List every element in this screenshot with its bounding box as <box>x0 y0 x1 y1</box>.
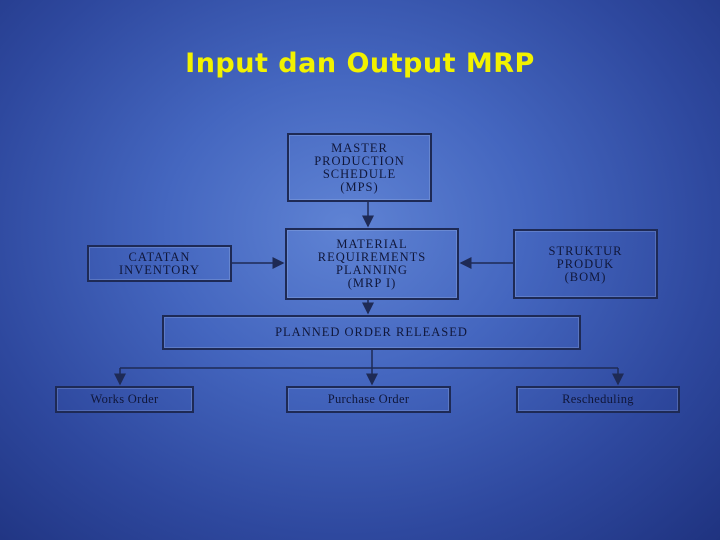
slide-title: Input dan Output MRP <box>185 48 535 79</box>
box-rescheduling: Rescheduling <box>516 386 680 413</box>
box-mrp: MATERIAL REQUIREMENTS PLANNING (MRP I) <box>285 228 459 300</box>
box-planned-order-released: PLANNED ORDER RELEASED <box>162 315 581 350</box>
box-bom: STRUKTUR PRODUK (BOM) <box>513 229 658 299</box>
box-works-order: Works Order <box>55 386 194 413</box>
box-mps: MASTER PRODUCTION SCHEDULE (MPS) <box>287 133 432 202</box>
box-purchase-order: Purchase Order <box>286 386 451 413</box>
box-inventory: CATATAN INVENTORY <box>87 245 232 282</box>
